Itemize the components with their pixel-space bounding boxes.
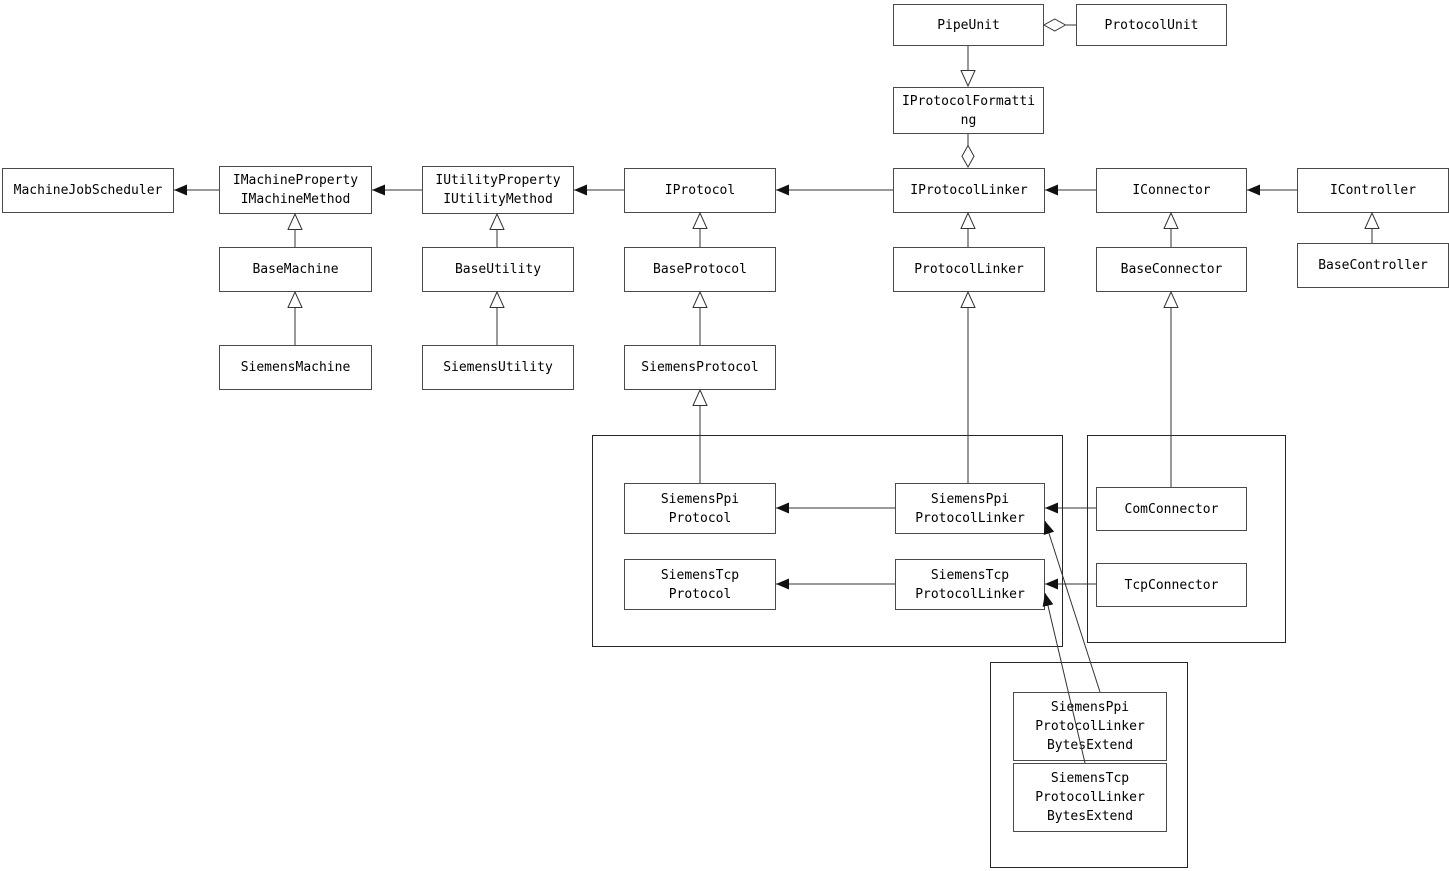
class-siemensppiprotocol: SiemensPpi Protocol bbox=[624, 483, 776, 534]
class-protocollinker: ProtocolLinker bbox=[893, 247, 1045, 292]
class-siemenstcpprotocollinkerbytesextend: SiemensTcp ProtocolLinker BytesExtend bbox=[1013, 763, 1167, 832]
class-comconnector: ComConnector bbox=[1096, 487, 1247, 531]
class-baseutility: BaseUtility bbox=[422, 247, 574, 292]
class-machinejobscheduler: MachineJobScheduler bbox=[2, 168, 174, 213]
protocol-linker-group-frame bbox=[592, 435, 1063, 647]
class-pipeunit: PipeUnit bbox=[893, 4, 1044, 46]
class-iprotocol: IProtocol bbox=[624, 168, 776, 213]
class-baseprotocol: BaseProtocol bbox=[624, 247, 776, 292]
class-iprotocollinker: IProtocolLinker bbox=[893, 168, 1045, 213]
class-iconnector: IConnector bbox=[1096, 168, 1247, 213]
class-iutilityproperty-iutilitymethod: IUtilityProperty IUtilityMethod bbox=[422, 166, 574, 214]
class-siemensutility: SiemensUtility bbox=[422, 345, 574, 390]
class-tcpconnector: TcpConnector bbox=[1096, 563, 1247, 607]
connector-group-frame bbox=[1087, 435, 1286, 643]
class-siemenstcpprotocollinker: SiemensTcp ProtocolLinker bbox=[895, 559, 1045, 610]
class-siemensppiprotocollinker: SiemensPpi ProtocolLinker bbox=[895, 483, 1045, 534]
class-basemachine: BaseMachine bbox=[219, 247, 372, 292]
class-baseconnector: BaseConnector bbox=[1096, 247, 1247, 292]
class-imachineproperty-imachinemethod: IMachineProperty IMachineMethod bbox=[219, 166, 372, 214]
class-iprotocolformatting: IProtocolFormatti ng bbox=[893, 87, 1044, 134]
class-icontroller: IController bbox=[1297, 168, 1449, 213]
class-siemenstcpprotocol: SiemensTcp Protocol bbox=[624, 559, 776, 610]
class-siemensmachine: SiemensMachine bbox=[219, 345, 372, 390]
class-siemensprotocol: SiemensProtocol bbox=[624, 345, 776, 390]
class-siemensppiprotocollinkerbytesextend: SiemensPpi ProtocolLinker BytesExtend bbox=[1013, 692, 1167, 761]
class-basecontroller: BaseController bbox=[1297, 243, 1449, 288]
class-protocolunit: ProtocolUnit bbox=[1076, 4, 1227, 46]
